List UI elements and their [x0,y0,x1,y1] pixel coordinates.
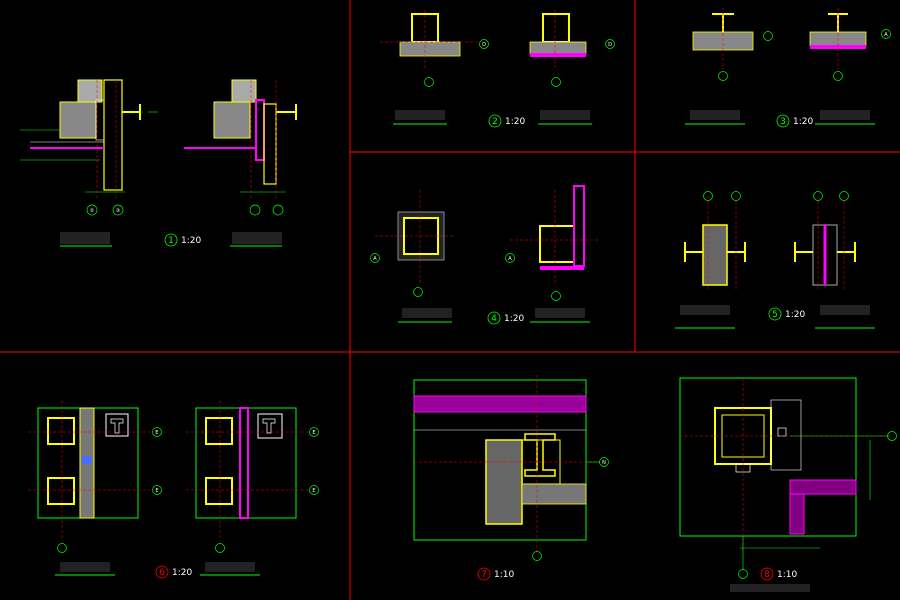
detail-scale: 1:10 [494,570,514,580]
detail-number: 2 [492,117,498,127]
detail-scale: 1:10 [777,570,797,580]
detail-1-right-drawing [184,79,297,200]
detail-number: 7 [481,570,487,580]
detail-number: 6 [159,568,165,578]
detail-number: 8 [764,570,770,580]
axis-bubble: N [602,460,606,466]
detail-number: 3 [780,117,786,127]
axis-bubble: D [608,42,612,48]
axis-bubble: E [155,488,158,494]
detail-3: A 3 1:20 [685,8,891,128]
axis-bubble: ② [90,208,95,214]
detail-scale: 1:20 [785,310,805,320]
detail-5: 5 1:20 [675,191,875,329]
detail-scale: 1:20 [172,568,192,578]
axis-bubble: D [482,42,486,48]
axis-bubble: ③ [116,208,120,214]
axis-bubble: A [884,32,888,38]
detail-number: 5 [772,310,778,320]
axis-bubble: E [312,430,315,436]
detail-6: E E E E 6 1:20 [28,400,319,579]
detail-8: 8 1:10 [679,377,897,592]
detail-4: A A 4 1:20 [370,185,600,325]
detail-1-left-drawing [20,79,158,200]
detail-2: D D 2 1:20 [380,10,615,128]
detail-scale: 1:20 [793,117,813,127]
axis-bubble: E [312,488,315,494]
axis-bubble: A [373,256,377,262]
detail-number: 4 [491,314,497,324]
axis-bubble: A [508,256,512,262]
detail-number: 1 [168,236,174,246]
detail-scale: 1:20 [181,236,201,246]
detail-scale: 1:20 [504,314,524,324]
axis-bubble: E [155,430,158,436]
detail-scale: 1:20 [505,117,525,127]
detail-1: ② ③ 1 1:20 [20,79,297,247]
detail-7: N 7 1:10 [413,375,609,581]
